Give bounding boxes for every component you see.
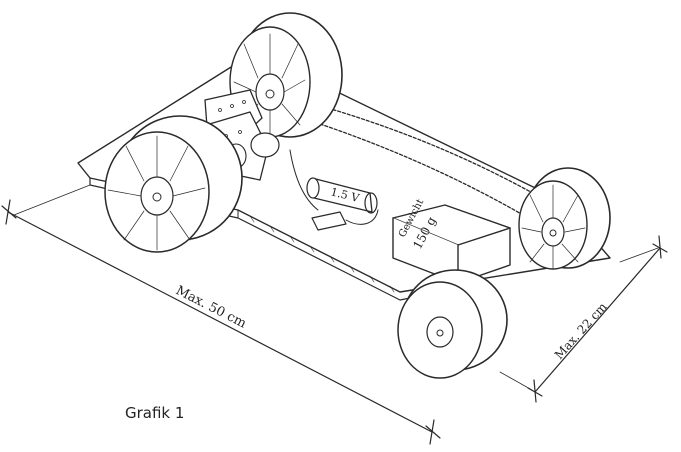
wheel-front-right (397, 269, 508, 379)
figure-caption: Grafik 1 (125, 404, 185, 422)
battery: 1.5 V (306, 177, 378, 214)
length-label: Max. 50 cm (173, 283, 248, 331)
wheel-rear-right (518, 167, 611, 270)
wheel-front-left (104, 115, 243, 253)
wheel-rear-left (229, 12, 343, 138)
width-label: Max. 22 cm (552, 299, 610, 362)
switch-block (289, 149, 379, 231)
